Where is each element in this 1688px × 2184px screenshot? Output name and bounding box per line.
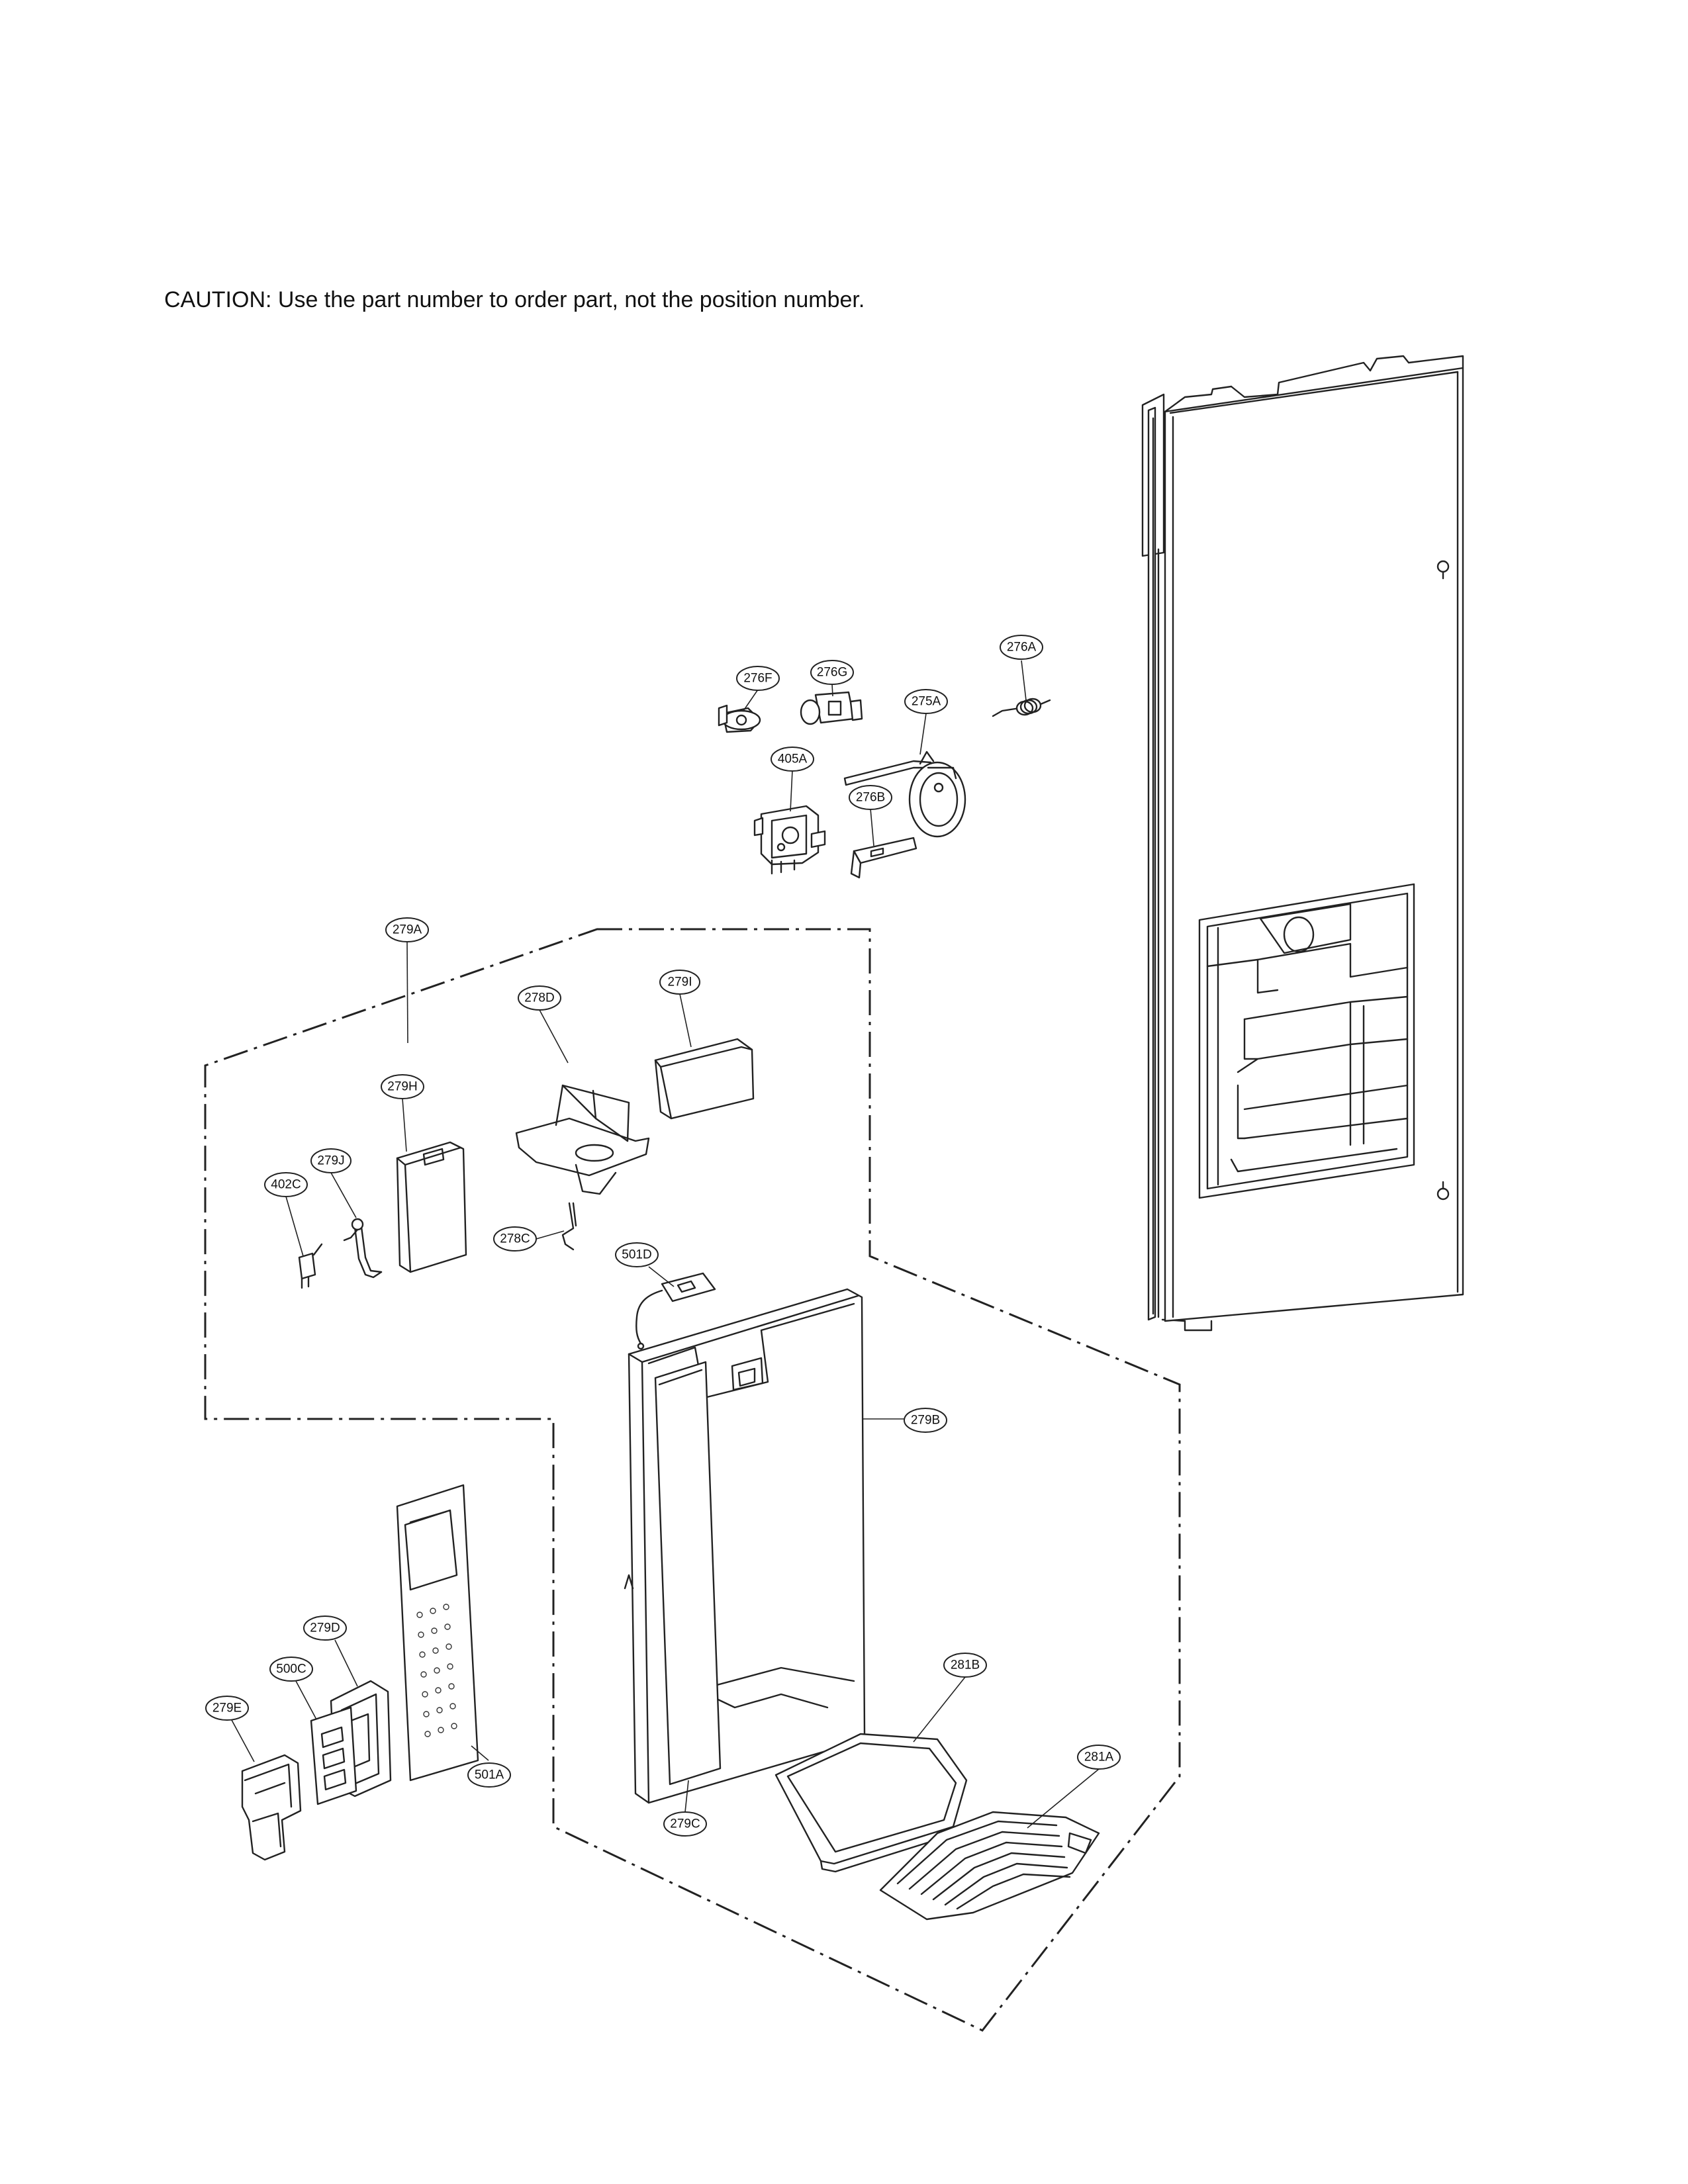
part-276B-plate xyxy=(850,837,917,879)
part-281A-grille xyxy=(879,1811,1100,1921)
callout-405A: 405A xyxy=(771,747,814,772)
callout-278D: 278D xyxy=(518,985,561,1011)
part-276F-cam xyxy=(718,704,761,733)
callout-281B: 281B xyxy=(943,1653,987,1678)
svg-text:281A: 281A xyxy=(1084,1751,1114,1764)
callout-279J: 279J xyxy=(310,1148,352,1173)
svg-text:279J: 279J xyxy=(317,1154,344,1168)
callout-275A: 275A xyxy=(904,689,948,714)
callout-402C: 402C xyxy=(264,1172,308,1197)
part-279H-cover xyxy=(396,1141,467,1273)
part-278D-chute xyxy=(515,1084,650,1195)
svg-text:279E: 279E xyxy=(212,1702,242,1715)
door-panel xyxy=(1141,355,1464,1332)
part-279I-paddle xyxy=(654,1038,755,1120)
part-276A-spring xyxy=(992,698,1051,717)
leader-lines xyxy=(231,660,1100,1829)
svg-text:276G: 276G xyxy=(817,666,847,680)
callout-501D: 501D xyxy=(615,1242,659,1267)
svg-text:279A: 279A xyxy=(393,923,422,937)
callout-276A: 276A xyxy=(1000,635,1043,660)
svg-text:276A: 276A xyxy=(1007,641,1037,655)
callout-500C: 500C xyxy=(269,1657,313,1682)
svg-text:501D: 501D xyxy=(622,1248,651,1262)
callout-276F: 276F xyxy=(736,666,780,691)
callout-276B: 276B xyxy=(849,785,892,810)
svg-text:275A: 275A xyxy=(912,695,941,709)
svg-text:278D: 278D xyxy=(524,991,554,1005)
svg-text:281B: 281B xyxy=(951,1659,980,1672)
part-278C-clip xyxy=(561,1202,577,1251)
svg-text:405A: 405A xyxy=(778,752,808,766)
callout-279A: 279A xyxy=(385,917,429,942)
svg-text:276B: 276B xyxy=(856,791,885,805)
part-279J-lever xyxy=(343,1218,383,1279)
part-402C-switch xyxy=(298,1243,323,1289)
part-279C-panel xyxy=(654,1361,722,1786)
svg-text:402C: 402C xyxy=(271,1178,301,1192)
caution-note: CAUTION: Use the part number to order pa… xyxy=(164,287,865,312)
callout-279I: 279I xyxy=(659,970,700,995)
callout-279D: 279D xyxy=(303,1615,347,1641)
svg-text:501A: 501A xyxy=(475,1768,504,1782)
callout-281A: 281A xyxy=(1077,1745,1121,1770)
part-275A-damper-lever xyxy=(843,751,966,838)
callout-501A: 501A xyxy=(467,1762,511,1788)
callout-278C: 278C xyxy=(493,1226,537,1251)
callout-279C: 279C xyxy=(663,1811,707,1837)
part-281B-tray xyxy=(774,1733,968,1873)
svg-text:279B: 279B xyxy=(911,1414,940,1428)
svg-text:279H: 279H xyxy=(387,1080,417,1094)
callout-279H: 279H xyxy=(381,1074,424,1099)
part-276G-bracket xyxy=(800,691,863,725)
callout-279E: 279E xyxy=(205,1696,249,1721)
svg-text:279C: 279C xyxy=(670,1817,700,1831)
assembly-group-outline xyxy=(204,928,1181,2032)
part-501A-keypad xyxy=(396,1484,479,1782)
part-405A-motor xyxy=(753,805,826,875)
part-501D-board xyxy=(635,1272,716,1350)
callout-279B: 279B xyxy=(904,1408,947,1433)
part-500C-board xyxy=(310,1706,357,1805)
svg-text:278C: 278C xyxy=(500,1232,530,1246)
svg-text:279D: 279D xyxy=(310,1621,340,1635)
svg-text:276F: 276F xyxy=(743,672,772,686)
callout-276G: 276G xyxy=(810,660,854,685)
svg-text:500C: 500C xyxy=(276,1662,306,1676)
part-279E-handle xyxy=(241,1754,302,1861)
svg-text:279I: 279I xyxy=(668,976,692,989)
